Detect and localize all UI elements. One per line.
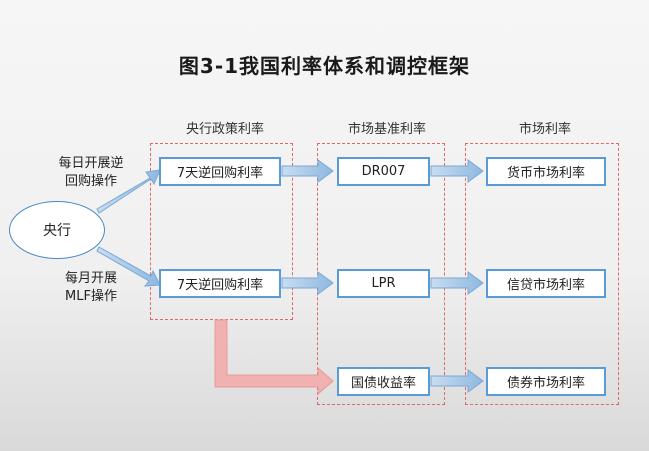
market-rate-frame: [465, 143, 619, 405]
column-heading-policy: 央行政策利率: [185, 122, 264, 137]
arrow-policy-to-lpr: [281, 271, 334, 295]
market-node-money: 货币市场利率: [486, 157, 606, 186]
benchmark-node-dr007: DR007: [337, 157, 430, 186]
arrow-lpr-to-credit-market: [430, 271, 484, 295]
policy-node-reverse-repo: 7天逆回购利率: [159, 157, 281, 186]
arrow-bank-to-reverse-repo: [96, 169, 161, 214]
arrow-dr007-to-money-market: [430, 159, 484, 183]
arrow-bank-to-mlf: [96, 246, 161, 287]
arrow-policy-to-dr007: [281, 159, 334, 183]
arrow-bond-yield-to-bond-market: [430, 369, 484, 393]
central-bank-node: 央行: [9, 201, 105, 259]
note-line: MLF操作: [65, 289, 117, 304]
market-node-bond: 债券市场利率: [486, 367, 606, 396]
daily-reverse-repo-note: 每日开展逆 回购操作: [46, 155, 136, 191]
benchmark-node-bond-yield: 国债收益率: [337, 367, 430, 396]
monthly-mlf-note: 每月开展 MLF操作: [46, 270, 136, 306]
benchmark-node-lpr: LPR: [337, 269, 430, 298]
market-node-credit: 信贷市场利率: [486, 269, 606, 298]
column-heading-market: 市场利率: [518, 122, 571, 137]
note-line: 每日开展逆: [58, 156, 124, 171]
note-line: 每月开展: [64, 271, 117, 286]
note-line: 回购操作: [64, 174, 117, 189]
policy-node-mlf: 7天逆回购利率: [159, 269, 281, 298]
column-heading-benchmark: 市场基准利率: [347, 122, 426, 137]
arrow-policy-to-bond-yield: [214, 319, 334, 396]
page-title: 图3-1我国利率体系和调控框架: [178, 54, 471, 78]
